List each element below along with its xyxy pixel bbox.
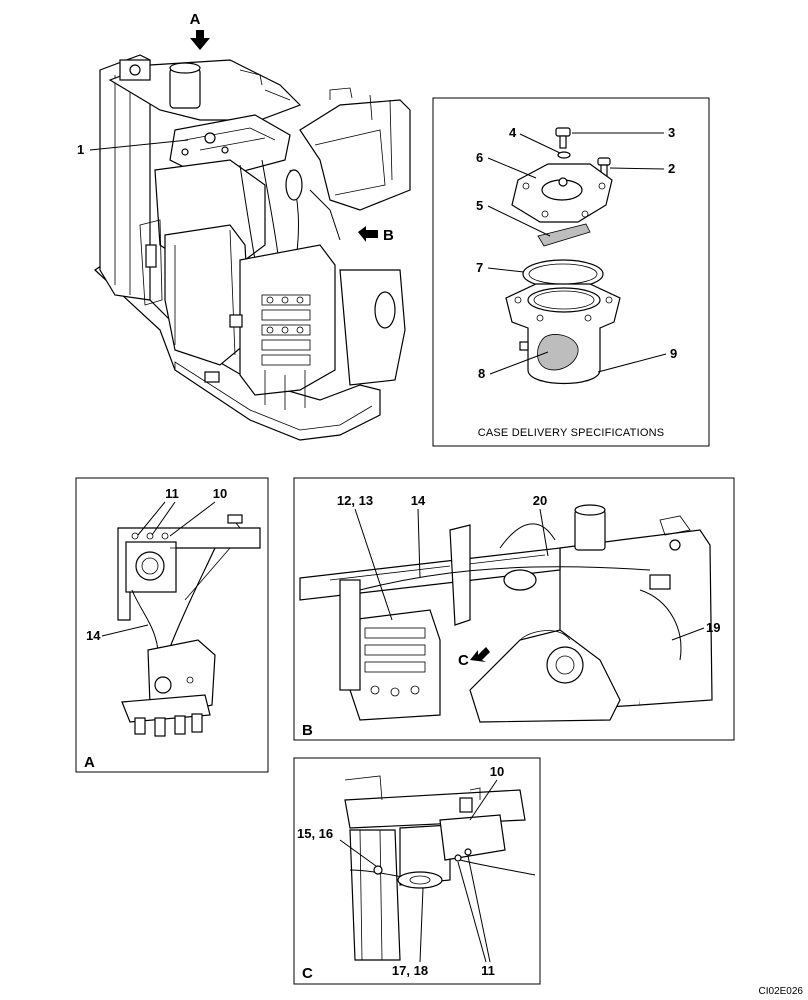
panel-b-boom-foot	[469, 629, 621, 723]
inset-callout-9: 9	[670, 346, 677, 361]
panel-c-filter-cap	[397, 871, 443, 889]
inset-callout-3: 3	[668, 125, 675, 140]
panel-b-callout-20: 20	[533, 493, 547, 508]
panel-c-callout-10: 10	[490, 764, 504, 779]
panel-c-pillar	[399, 824, 451, 886]
view-c-arrow-icon	[470, 647, 490, 662]
view-a-arrow-icon	[190, 30, 210, 50]
panel-a-frame	[75, 477, 269, 773]
fuel-tank	[164, 224, 251, 366]
figure-reference: CI02E026	[759, 986, 804, 997]
panel-c-callout-15-16: 15, 16	[297, 826, 333, 841]
inset-callout-4: 4	[509, 125, 517, 140]
filter-case	[505, 283, 621, 384]
inset-caption: CASE DELIVERY SPECIFICATIONS	[478, 427, 665, 439]
panel-c-callout-11: 11	[481, 963, 495, 978]
panel-a: 11 10 14 A	[75, 477, 269, 773]
panel-c-callout-17-18: 17, 18	[392, 963, 428, 978]
panel-a-callout-10: 10	[213, 486, 227, 501]
panel-b-callout-14: 14	[411, 493, 426, 508]
callout-1: 1	[77, 142, 84, 157]
boom-bracket	[339, 269, 406, 386]
inset-callout-7: 7	[476, 260, 483, 275]
panel-b-letter: B	[302, 722, 313, 739]
view-marker-c-label: C	[458, 652, 469, 669]
gasket-strip	[537, 223, 591, 247]
inset-callout-6: 6	[476, 150, 483, 165]
panel-b-callout-12-13: 12, 13	[337, 493, 373, 508]
panel-a-callout-14: 14	[86, 628, 101, 643]
panel-b-callout-19: 19	[706, 620, 720, 635]
inset-callout-8: 8	[478, 366, 485, 381]
filter-element	[537, 334, 579, 371]
panel-c: 10 15, 16 17, 18 11 C	[293, 757, 541, 985]
inset-callout-2: 2	[668, 161, 675, 176]
inset-callout-5: 5	[476, 198, 483, 213]
view-marker-b-label: B	[383, 227, 394, 244]
panel-b: C 12, 13 14 20 19 B	[293, 477, 735, 741]
panel-c-letter: C	[302, 965, 313, 982]
panel-b-valve-block	[349, 609, 441, 721]
panel-a-callout-11: 11	[165, 486, 179, 501]
main-machine-view: A	[77, 11, 411, 441]
panel-a-letter: A	[84, 754, 95, 771]
view-b-arrow-icon	[358, 226, 378, 242]
rear-frame	[299, 99, 411, 211]
valve-spools	[261, 294, 311, 366]
inset-case-delivery: 4 3 2 6 5 7 8 9 CASE DELIVERY SPECIFICAT…	[432, 97, 710, 447]
view-marker-a-label: A	[190, 11, 201, 28]
left-column	[99, 54, 151, 301]
